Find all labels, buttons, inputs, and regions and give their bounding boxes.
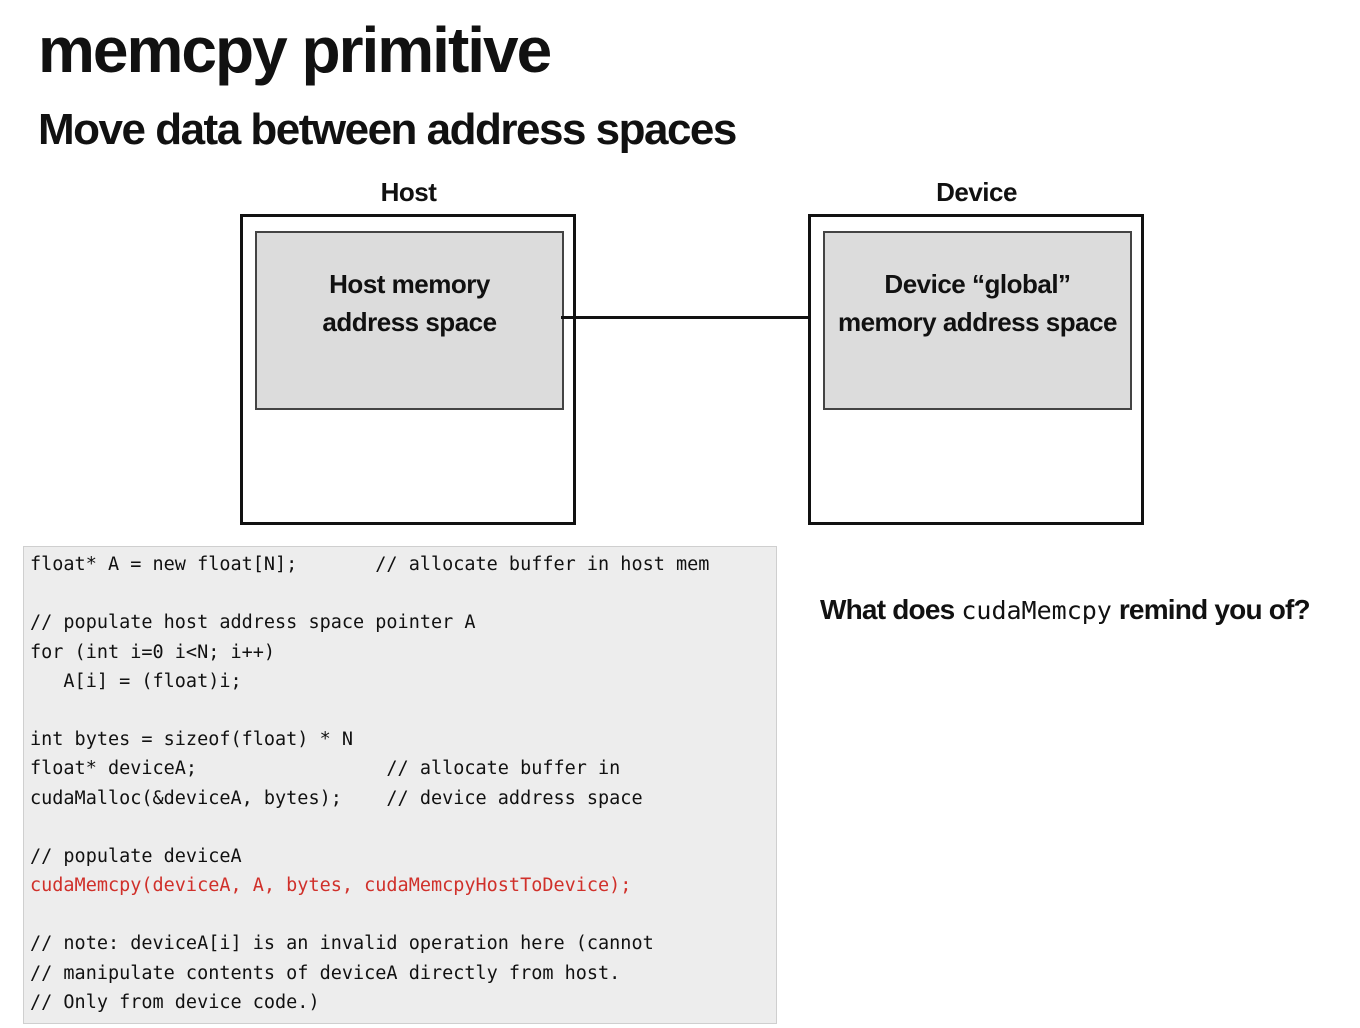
slide-subtitle: Move data between address spaces: [38, 105, 737, 154]
device-memory-label-line1: Device “global”: [884, 268, 1071, 299]
host-memory-label-line1: Host memory: [329, 268, 490, 299]
code-line: [30, 579, 776, 608]
code-line: for (int i=0 i<N; i++): [30, 641, 276, 663]
question-before: What does: [820, 594, 962, 625]
device-memory-box: Device “global” memory address space: [823, 231, 1132, 410]
code-line: [30, 696, 776, 725]
question-text: What does cudaMemcpy remind you of?: [820, 590, 1311, 631]
code-line: A[i] = (float)i;: [30, 670, 242, 692]
question-code: cudaMemcpy: [961, 596, 1112, 625]
code-line: int bytes = sizeof(float) * N: [30, 729, 354, 751]
code-line: [30, 813, 776, 842]
code-panel: float* A = new float[N]; // allocate buf…: [23, 546, 777, 1024]
host-box: Host memory address space: [240, 214, 576, 525]
host-memory-label: Host memory address space: [322, 265, 497, 341]
code-line: [30, 900, 776, 929]
slide-title: memcpy primitive: [38, 14, 552, 86]
device-memory-label-line2: memory address space: [837, 306, 1118, 337]
code-line: cudaMalloc(&deviceA, bytes); // device a…: [30, 787, 643, 809]
code-line: // populate host address space pointer A: [30, 612, 476, 634]
device-memory-label: Device “global” memory address space: [837, 265, 1118, 341]
device-box: Device “global” memory address space: [808, 214, 1144, 525]
code-line-highlighted: cudaMemcpy(deviceA, A, bytes, cudaMemcpy…: [30, 875, 632, 897]
host-label: Host: [380, 177, 437, 207]
code-line: // manipulate contents of deviceA direct…: [30, 962, 621, 984]
question-after: remind you of?: [1111, 594, 1311, 625]
host-device-connector: [561, 316, 823, 319]
code-line: // note: deviceA[i] is an invalid operat…: [30, 933, 654, 955]
code-line: float* deviceA; // allocate buffer in: [30, 758, 621, 780]
device-label: Device: [936, 177, 1017, 207]
host-memory-label-line2: address space: [322, 306, 497, 337]
code-line: // Only from device code.): [30, 991, 320, 1013]
code-line: float* A = new float[N]; // allocate buf…: [30, 554, 710, 575]
host-memory-box: Host memory address space: [255, 231, 564, 410]
code-line: // populate deviceA: [30, 845, 242, 867]
